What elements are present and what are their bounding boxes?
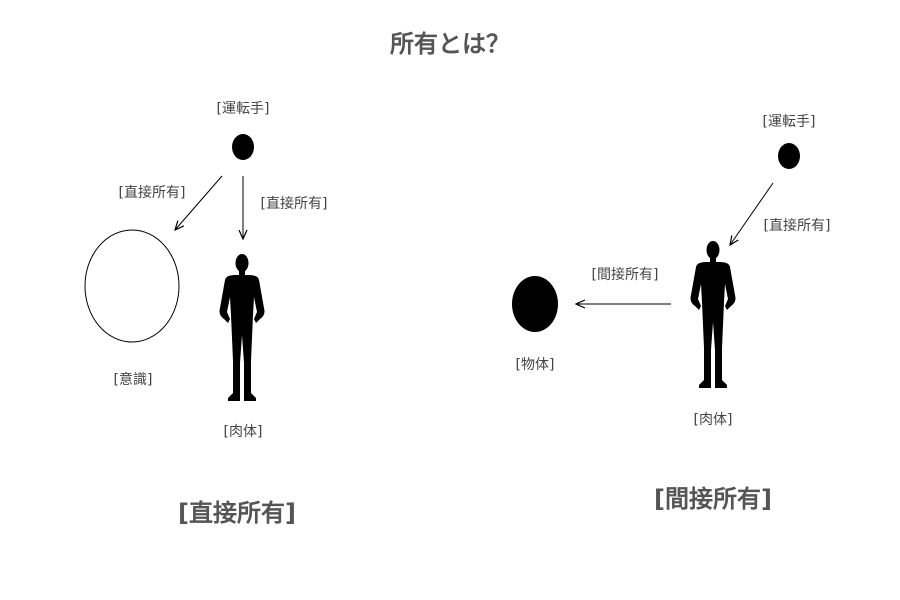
right-arrow-to-body [730,182,774,245]
object-label: [物体] [515,357,555,373]
left-body-label: [肉体] [223,424,263,440]
left-driver-label: [運転手] [216,101,270,117]
left-arrow-consciousness-label: [直接所有] [118,185,186,201]
left-arrow-body-label: [直接所有] [260,196,328,212]
right-body-silhouette-icon [690,241,736,388]
consciousness-label: [意識] [113,372,153,388]
right-arrow-object-label: [間接所有] [591,267,659,283]
right-arrow-body-label: [直接所有] [763,218,831,234]
left-arrow-to-consciousness [175,175,223,230]
left-body-silhouette-icon [219,254,265,401]
right-driver-dot [778,143,800,169]
object-dot [512,276,558,332]
left-caption: [直接所有] [178,499,296,527]
right-driver-label: [運転手] [762,114,816,130]
right-caption: [間接所有] [654,485,772,513]
consciousness-circle [84,229,180,343]
page-title: 所有とは？ [390,30,510,58]
right-body-label: [肉体] [693,412,733,428]
left-driver-dot [232,134,254,160]
